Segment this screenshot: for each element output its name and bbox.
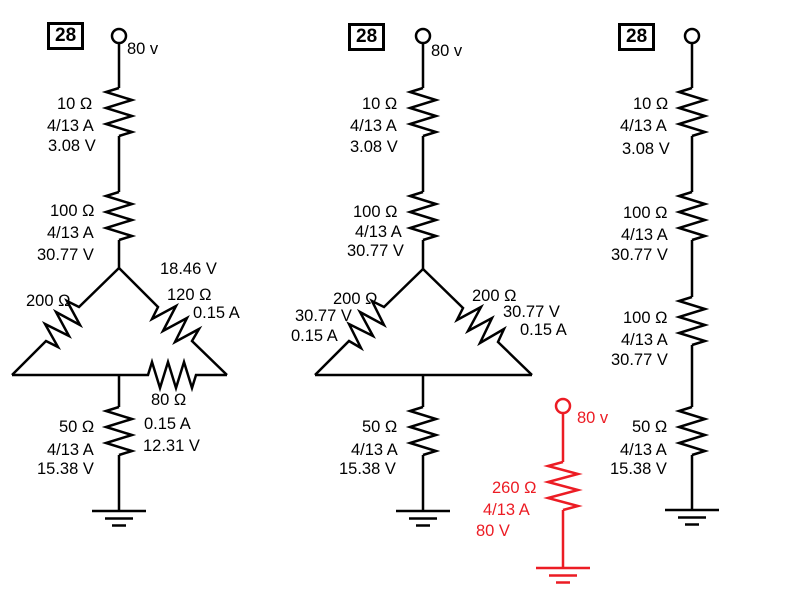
resistance-label: 100 Ω — [50, 202, 95, 220]
current-label: 4/13 A — [483, 501, 530, 519]
current-label: 4/13 A — [350, 117, 397, 135]
resistance-label: 200 Ω — [333, 290, 378, 308]
resistor-10ohm-symbol — [674, 86, 710, 138]
current-label: 0.15 A — [291, 327, 338, 345]
ground-icon — [536, 566, 590, 584]
current-label: 0.15 A — [520, 321, 567, 339]
current-label: 4/13 A — [620, 117, 667, 135]
voltage-label: 30.77 V — [295, 307, 352, 325]
resistance-label: 80 Ω — [151, 391, 187, 409]
middle-circuit — [314, 27, 533, 527]
resistance-label: 10 Ω — [57, 95, 93, 113]
problem-number-badge: 28 — [348, 23, 386, 51]
resistance-label: 120 Ω — [167, 286, 212, 304]
problem-number-badge: 28 — [618, 23, 656, 51]
source-voltage-label: 80 v — [127, 40, 159, 58]
resistance-label: 50 Ω — [362, 418, 398, 436]
terminal-icon — [683, 27, 701, 45]
current-label: 4/13 A — [47, 441, 94, 459]
ground-icon — [92, 509, 146, 527]
voltage-label: 12.31 V — [143, 437, 200, 455]
resistance-label: 10 Ω — [362, 95, 398, 113]
resistor-100ohm-a-symbol — [674, 190, 710, 242]
resistance-label: 50 Ω — [632, 418, 668, 436]
resistor-50ohm-symbol — [674, 405, 710, 457]
resistor-10ohm-symbol — [101, 86, 137, 138]
resistance-label: 100 Ω — [623, 204, 668, 222]
current-label: 0.15 A — [144, 415, 191, 433]
delta-bottom-resistor-80ohm-symbol — [12, 357, 227, 393]
resistor-260ohm-symbol — [543, 460, 583, 512]
current-label: 4/13 A — [351, 441, 398, 459]
resistor-50ohm-symbol — [101, 405, 137, 457]
resistor-50ohm-symbol — [405, 405, 441, 457]
resistor-100ohm-symbol — [405, 190, 441, 242]
voltage-label: 15.38 V — [339, 460, 396, 478]
resistor-100ohm-symbol — [101, 190, 137, 242]
current-label: 4/13 A — [47, 117, 94, 135]
resistance-label: 100 Ω — [623, 309, 668, 327]
resistance-label: 200 Ω — [472, 287, 517, 305]
resistance-label: 200 Ω — [26, 292, 71, 310]
resistance-label: 10 Ω — [633, 95, 669, 113]
terminal-icon — [554, 397, 572, 415]
ground-icon — [396, 509, 450, 527]
voltage-label: 15.38 V — [37, 460, 94, 478]
terminal-icon — [110, 27, 128, 45]
current-label: 0.15 A — [193, 304, 240, 322]
current-label: 4/13 A — [620, 441, 667, 459]
resistor-100ohm-b-symbol — [674, 295, 710, 347]
current-label: 4/13 A — [621, 226, 668, 244]
voltage-label: 80 V — [476, 522, 510, 540]
current-label: 4/13 A — [621, 331, 668, 349]
voltage-label: 30.77 V — [37, 246, 94, 264]
source-voltage-label: 80 v — [577, 409, 609, 427]
resistance-label: 100 Ω — [353, 203, 398, 221]
voltage-label: 30.77 V — [503, 303, 560, 321]
terminal-icon — [414, 27, 432, 45]
resistance-label: 50 Ω — [59, 418, 95, 436]
current-label: 4/13 A — [355, 223, 402, 241]
voltage-label: 30.77 V — [611, 351, 668, 369]
voltage-label: 30.77 V — [347, 242, 404, 260]
left-circuit — [11, 27, 228, 527]
delta-left-resistor-200ohm-symbol — [11, 267, 120, 376]
voltage-label: 18.46 V — [160, 260, 217, 278]
voltage-label: 30.77 V — [611, 246, 668, 264]
delta-left-resistor-200ohm-symbol — [314, 268, 424, 376]
source-voltage-label: 80 v — [431, 42, 463, 60]
voltage-label: 3.08 V — [48, 137, 96, 155]
voltage-label: 3.08 V — [350, 138, 398, 156]
equivalent-circuit — [536, 397, 590, 584]
voltage-label: 15.38 V — [610, 460, 667, 478]
resistance-label: 260 Ω — [492, 479, 537, 497]
ground-icon — [665, 508, 719, 526]
right-circuit — [665, 27, 719, 526]
resistor-10ohm-symbol — [405, 86, 441, 138]
voltage-label: 3.08 V — [622, 140, 670, 158]
problem-number-badge: 28 — [47, 22, 85, 50]
current-label: 4/13 A — [47, 224, 94, 242]
delta-right-resistor-120ohm-symbol — [118, 267, 228, 376]
delta-right-resistor-200ohm-symbol — [422, 268, 533, 376]
